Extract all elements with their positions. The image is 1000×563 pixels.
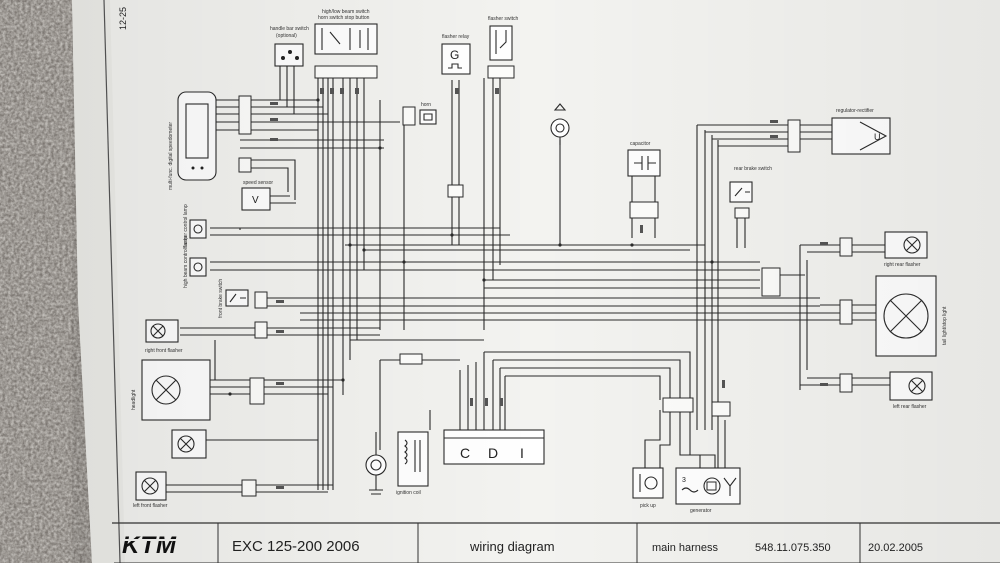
ignition-coil-label: ignition coil bbox=[396, 490, 421, 496]
flasher-switch-label: flasher switch bbox=[488, 16, 519, 22]
left-front-flasher: left front flasher bbox=[133, 471, 168, 509]
drawing-date: 20.02.2005 bbox=[868, 542, 923, 554]
cdi-letter-i: I bbox=[520, 445, 524, 461]
tail-light-label: tail light/stop light bbox=[942, 306, 948, 345]
cdi-letter-d: D bbox=[488, 445, 498, 461]
cdi-letter-c: C bbox=[460, 445, 470, 461]
horn-label: horn bbox=[421, 102, 431, 108]
speedometer-label: multi-func. digital speedometer bbox=[168, 122, 174, 190]
right-front-flasher: right front flasher bbox=[145, 319, 183, 354]
corner-page-code: 12-25 bbox=[118, 7, 128, 30]
harness-name: main harness bbox=[652, 542, 719, 554]
headlight: headlight bbox=[131, 359, 211, 421]
right-rear-flasher-label: right rear flasher bbox=[884, 262, 921, 268]
light-switch-sub-label: horn switch stop button bbox=[318, 15, 370, 21]
headlight-label: headlight bbox=[131, 389, 137, 410]
light-switch: high/low beam switch horn switch stop bu… bbox=[314, 9, 378, 55]
left-rear-flasher-label: left rear flasher bbox=[893, 404, 927, 410]
right-front-flasher-label: right front flasher bbox=[145, 348, 183, 354]
capacitor-label: capacitor bbox=[630, 141, 651, 147]
pick-up-label: pick up bbox=[640, 503, 656, 509]
ignition-coil: ignition coil bbox=[396, 431, 429, 496]
paper-sheet bbox=[72, 0, 1000, 563]
front-brake-switch-label: front brake switch bbox=[218, 279, 224, 318]
cdi-unit: C D I bbox=[443, 429, 545, 465]
speed-sensor-label: speed sensor bbox=[243, 180, 273, 186]
generator-number: 3 bbox=[682, 477, 686, 484]
rear-brake-switch-label: rear brake switch bbox=[734, 166, 772, 172]
indicator-lamp-lower-label: high beam control lamp bbox=[183, 236, 189, 288]
ktm-logo-text: KTM bbox=[122, 532, 177, 559]
flasher-relay-symbol: G bbox=[450, 48, 459, 62]
flasher-relay-label: flasher relay bbox=[442, 34, 470, 40]
left-rear-flasher: left rear flasher bbox=[889, 371, 933, 410]
handle-bar-switch-sub-label: (optional) bbox=[276, 33, 297, 39]
generator-label: generator bbox=[690, 508, 712, 514]
regulator-label: regulator-rectifier bbox=[836, 108, 874, 114]
handle-bar-switch-label: handle bar switch bbox=[270, 26, 309, 32]
left-front-flasher-label: left front flasher bbox=[133, 503, 168, 509]
model-name: EXC 125-200 2006 bbox=[232, 538, 360, 555]
regulator-symbol: U bbox=[874, 132, 881, 142]
drawing-type: wiring diagram bbox=[469, 539, 555, 554]
speed-sensor-symbol: V bbox=[252, 195, 259, 206]
parking-lamp bbox=[171, 429, 207, 459]
part-number: 548.11.075.350 bbox=[755, 542, 831, 554]
